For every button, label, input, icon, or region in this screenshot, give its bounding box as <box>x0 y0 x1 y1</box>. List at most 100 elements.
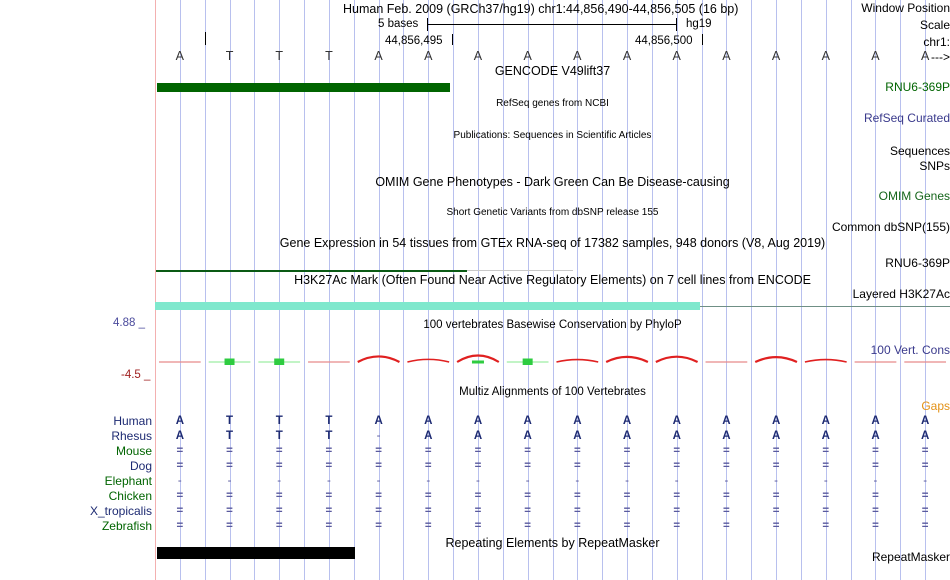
coord-tick-left <box>452 34 453 45</box>
species-label-mouse[interactable]: Mouse <box>115 444 152 458</box>
track-left-boundary-line <box>155 0 156 580</box>
common-dbsnp-label[interactable]: Common dbSNP(155) <box>831 220 950 234</box>
alignment-base: = <box>176 460 184 472</box>
alignment-base: = <box>872 505 879 517</box>
species-label-elephant[interactable]: Elephant <box>104 474 152 488</box>
alignment-base: = <box>921 520 929 532</box>
alignment-base: = <box>673 520 681 532</box>
gencode-gene-bar[interactable] <box>157 83 450 92</box>
alignment-base: = <box>723 460 730 472</box>
alignment-base: = <box>424 505 432 517</box>
h3k27ac-signal-bar[interactable] <box>155 302 700 310</box>
alignment-base: = <box>872 520 879 532</box>
alignment-base: - <box>625 475 629 487</box>
alignment-base: = <box>673 460 681 472</box>
gencode-gene-label[interactable]: RNU6-369P <box>885 80 950 94</box>
alignment-base: = <box>921 490 929 502</box>
conservation-phylop-plot[interactable] <box>155 340 950 375</box>
species-label-human[interactable]: Human <box>113 414 152 428</box>
alignment-base: = <box>524 505 532 517</box>
alignment-base: A <box>374 415 383 427</box>
coord-label-left: 44,856,495 <box>385 35 443 47</box>
assembly-position-title: Human Feb. 2009 (GRCh37/hg19) chr1:44,85… <box>343 2 739 16</box>
alignment-base: = <box>822 460 830 472</box>
repeatmasker-label[interactable]: RepeatMasker <box>871 550 950 564</box>
repeatmasker-element-bar[interactable] <box>157 547 355 559</box>
alignment-base: - <box>575 475 580 487</box>
alignment-base: = <box>226 490 233 502</box>
gtex-gene-line-extension <box>467 270 573 271</box>
repeatmasker-track-title: Repeating Elements by RepeatMasker <box>445 536 660 550</box>
layered-h3k27ac-label[interactable]: Layered H3K27Ac <box>852 287 950 301</box>
alignment-base: - <box>177 475 182 487</box>
alignment-base: = <box>275 520 283 532</box>
omim-genes-label[interactable]: OMIM Genes <box>878 189 950 203</box>
gtex-gene-label[interactable]: RNU6-369P <box>885 256 950 270</box>
alignment-base: = <box>623 520 631 532</box>
alignment-base: = <box>424 460 432 472</box>
conservation-marker-green <box>471 360 484 364</box>
alignment-base: = <box>474 445 482 457</box>
snps-label[interactable]: SNPs <box>919 159 950 173</box>
coord-tick-right <box>702 34 703 45</box>
alignment-base: = <box>424 445 432 457</box>
alignment-base: A <box>424 415 433 427</box>
alignment-base: = <box>275 445 283 457</box>
alignment-base: A <box>573 430 582 442</box>
scale-label: Scale <box>919 18 950 32</box>
alignment-base: A <box>821 430 830 442</box>
conservation-track-label[interactable]: 100 Vert. Cons <box>870 343 950 357</box>
chrom-label: chr1: <box>923 35 950 49</box>
alignment-base: = <box>176 445 184 457</box>
coord-label-right: 44,856,500 <box>635 35 693 47</box>
gaps-label[interactable]: Gaps <box>921 399 950 413</box>
alignment-base: = <box>872 445 879 457</box>
species-label-x_tropicalis[interactable]: X_tropicalis <box>89 504 152 518</box>
alignment-row-x_tropicalis: ================ <box>155 505 950 521</box>
alignment-base: T <box>325 415 333 427</box>
alignment-base: = <box>325 490 333 502</box>
alignment-base: A <box>722 430 731 442</box>
sequence-base: A <box>672 49 681 63</box>
alignment-base: = <box>822 520 830 532</box>
gtex-gene-line[interactable] <box>156 270 467 272</box>
alignment-base: = <box>673 445 681 457</box>
alignment-base: A <box>771 430 781 442</box>
alignment-base: = <box>573 445 581 457</box>
sequence-base: A <box>374 49 383 63</box>
refseq-curated-label[interactable]: RefSeq Curated <box>863 111 950 125</box>
alignment-base: = <box>772 460 780 472</box>
alignment-base: = <box>573 520 581 532</box>
conservation-bar-positive <box>456 354 500 363</box>
alignment-base: = <box>772 445 780 457</box>
species-label-dog[interactable]: Dog <box>129 459 152 473</box>
alignment-base: = <box>623 445 631 457</box>
sequence-base: T <box>275 49 284 63</box>
sequences-label[interactable]: Sequences <box>889 144 950 158</box>
alignment-base: = <box>573 460 581 472</box>
conservation-bar-positive <box>804 358 847 363</box>
species-label-chicken[interactable]: Chicken <box>108 489 152 503</box>
alignment-base: = <box>474 505 482 517</box>
alignment-base: = <box>424 490 432 502</box>
assembly-short-label: hg19 <box>686 18 712 30</box>
alignment-base: = <box>275 505 283 517</box>
sequence-base: A <box>771 49 781 63</box>
alignment-base: = <box>723 490 730 502</box>
alignment-base: - <box>426 475 431 487</box>
alignment-base: T <box>226 415 234 427</box>
alignment-row-elephant: ---------------- <box>155 475 950 491</box>
alignment-base: - <box>823 475 828 487</box>
alignment-base: = <box>573 505 581 517</box>
sequence-base: A <box>175 49 185 63</box>
species-label-rhesus[interactable]: Rhesus <box>111 429 152 443</box>
alignment-base: = <box>524 520 532 532</box>
species-label-zebrafish[interactable]: Zebrafish <box>101 519 152 533</box>
alignment-base: A <box>523 430 532 442</box>
alignment-base: = <box>921 445 929 457</box>
alignment-base: - <box>525 475 530 487</box>
scale-bar-line <box>427 24 677 25</box>
alignment-base: A <box>722 415 731 427</box>
